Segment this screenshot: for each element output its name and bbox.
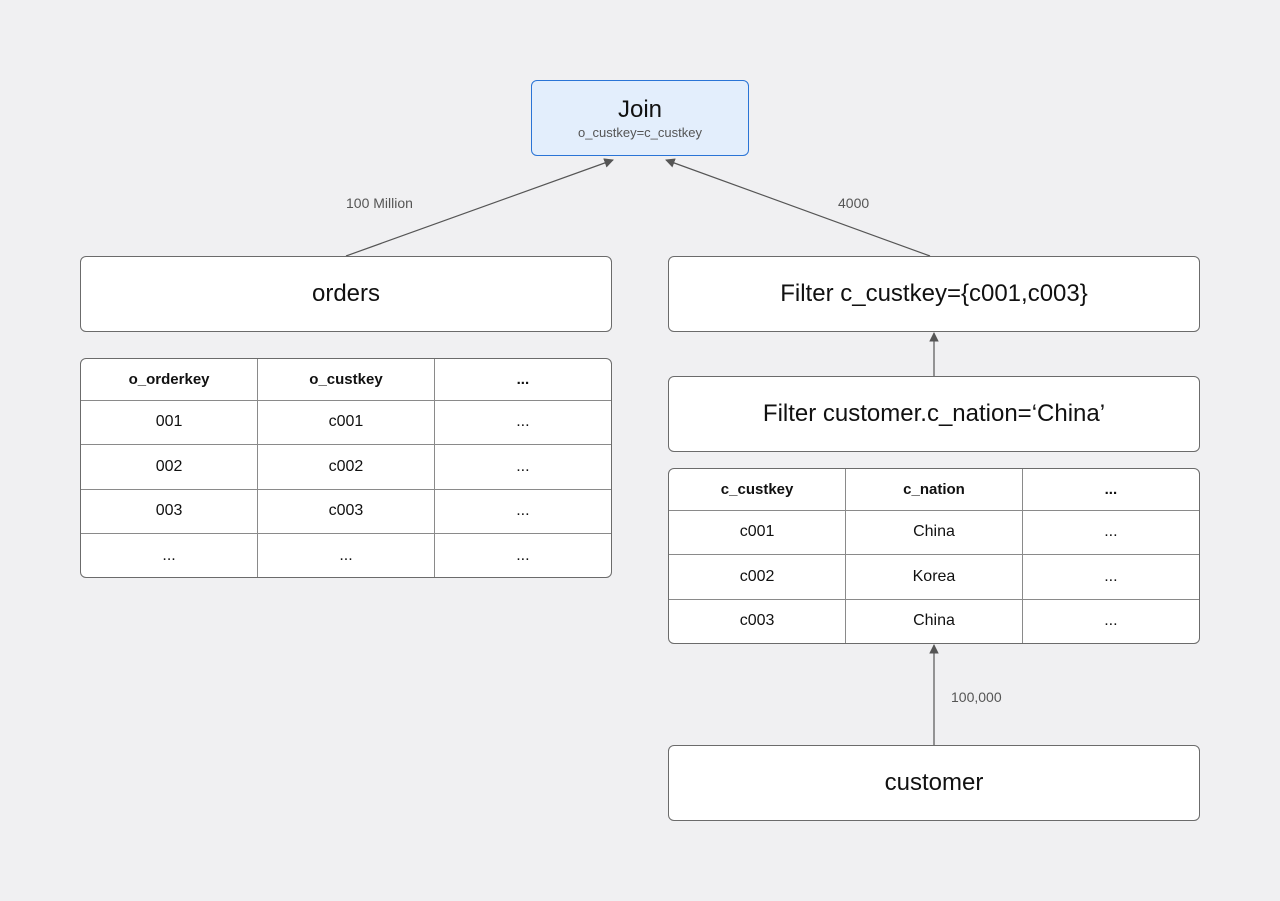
column-header: ... [1022, 469, 1199, 511]
table-cell: ... [516, 546, 530, 564]
orders-table: o_orderkey o_custkey ... 001 c001 ... 00… [80, 358, 612, 578]
orders-node[interactable]: orders [80, 256, 612, 332]
table-row: c002 Korea ... [669, 554, 1199, 600]
table-cell: China [845, 510, 1023, 556]
customer-table: c_custkey c_nation ... c001 China ... c0… [668, 468, 1200, 644]
table-cell: c002 [669, 554, 847, 600]
table-cell: c001 [257, 400, 435, 446]
table-cell: 002 [81, 444, 259, 490]
column-header: ... [434, 359, 611, 401]
edge-orders-to-join [345, 158, 614, 257]
table-cell: ... [434, 489, 611, 535]
table-cell: c003 [257, 489, 435, 535]
table-cell: ... [257, 533, 435, 577]
table-row: 002 c002 ... [81, 444, 611, 490]
column-header: c_nation [845, 469, 1023, 511]
table-cell: ... [1022, 510, 1199, 556]
filter-custkey-node[interactable]: Filter c_custkey={c001,c003} [668, 256, 1200, 332]
table-row: 001 c001 ... [81, 400, 611, 446]
table-cell: ... [434, 444, 611, 490]
table-cell: ... [81, 533, 259, 577]
customer-node[interactable]: customer [668, 745, 1200, 821]
table-cell: c002 [257, 444, 435, 490]
edge-filter-to-join [665, 158, 931, 257]
table-row: c003 China ... [669, 599, 1199, 643]
table-cell: Korea [845, 554, 1023, 600]
filter-nation-node[interactable]: Filter customer.c_nation=‘China’ [668, 376, 1200, 452]
column-header: c_custkey [669, 469, 847, 511]
column-header: o_custkey [257, 359, 435, 401]
table-cell: 003 [81, 489, 259, 535]
customer-title: customer [884, 769, 984, 796]
table-cell: c003 [669, 599, 847, 643]
table-cell: China [845, 599, 1023, 643]
edge-label-filter: 4000 [838, 195, 870, 211]
join-condition: o_custkey=c_custkey [578, 124, 702, 140]
table-header-row: c_custkey c_nation ... [669, 469, 1199, 511]
orders-title: orders [311, 280, 381, 307]
table-row: 003 c003 ... [81, 489, 611, 535]
table-row: c001 China ... [669, 510, 1199, 556]
edge-label-orders: 100 Million [346, 195, 413, 211]
table-cell: c001 [669, 510, 847, 556]
join-title: Join [617, 95, 663, 123]
filter-custkey-title: Filter c_custkey={c001,c003} [780, 280, 1088, 307]
edge-label-customer: 100,000 [951, 689, 1002, 705]
table-header-row: o_orderkey o_custkey ... [81, 359, 611, 401]
join-node[interactable]: Join o_custkey=c_custkey [531, 80, 749, 156]
table-cell: ... [1104, 612, 1118, 630]
table-row: ... ... ... [81, 533, 611, 577]
filter-nation-title: Filter customer.c_nation=‘China’ [762, 400, 1106, 427]
table-cell: 001 [81, 400, 259, 446]
table-cell: ... [434, 400, 611, 446]
column-header: o_orderkey [81, 359, 259, 401]
table-cell: ... [1022, 554, 1199, 600]
